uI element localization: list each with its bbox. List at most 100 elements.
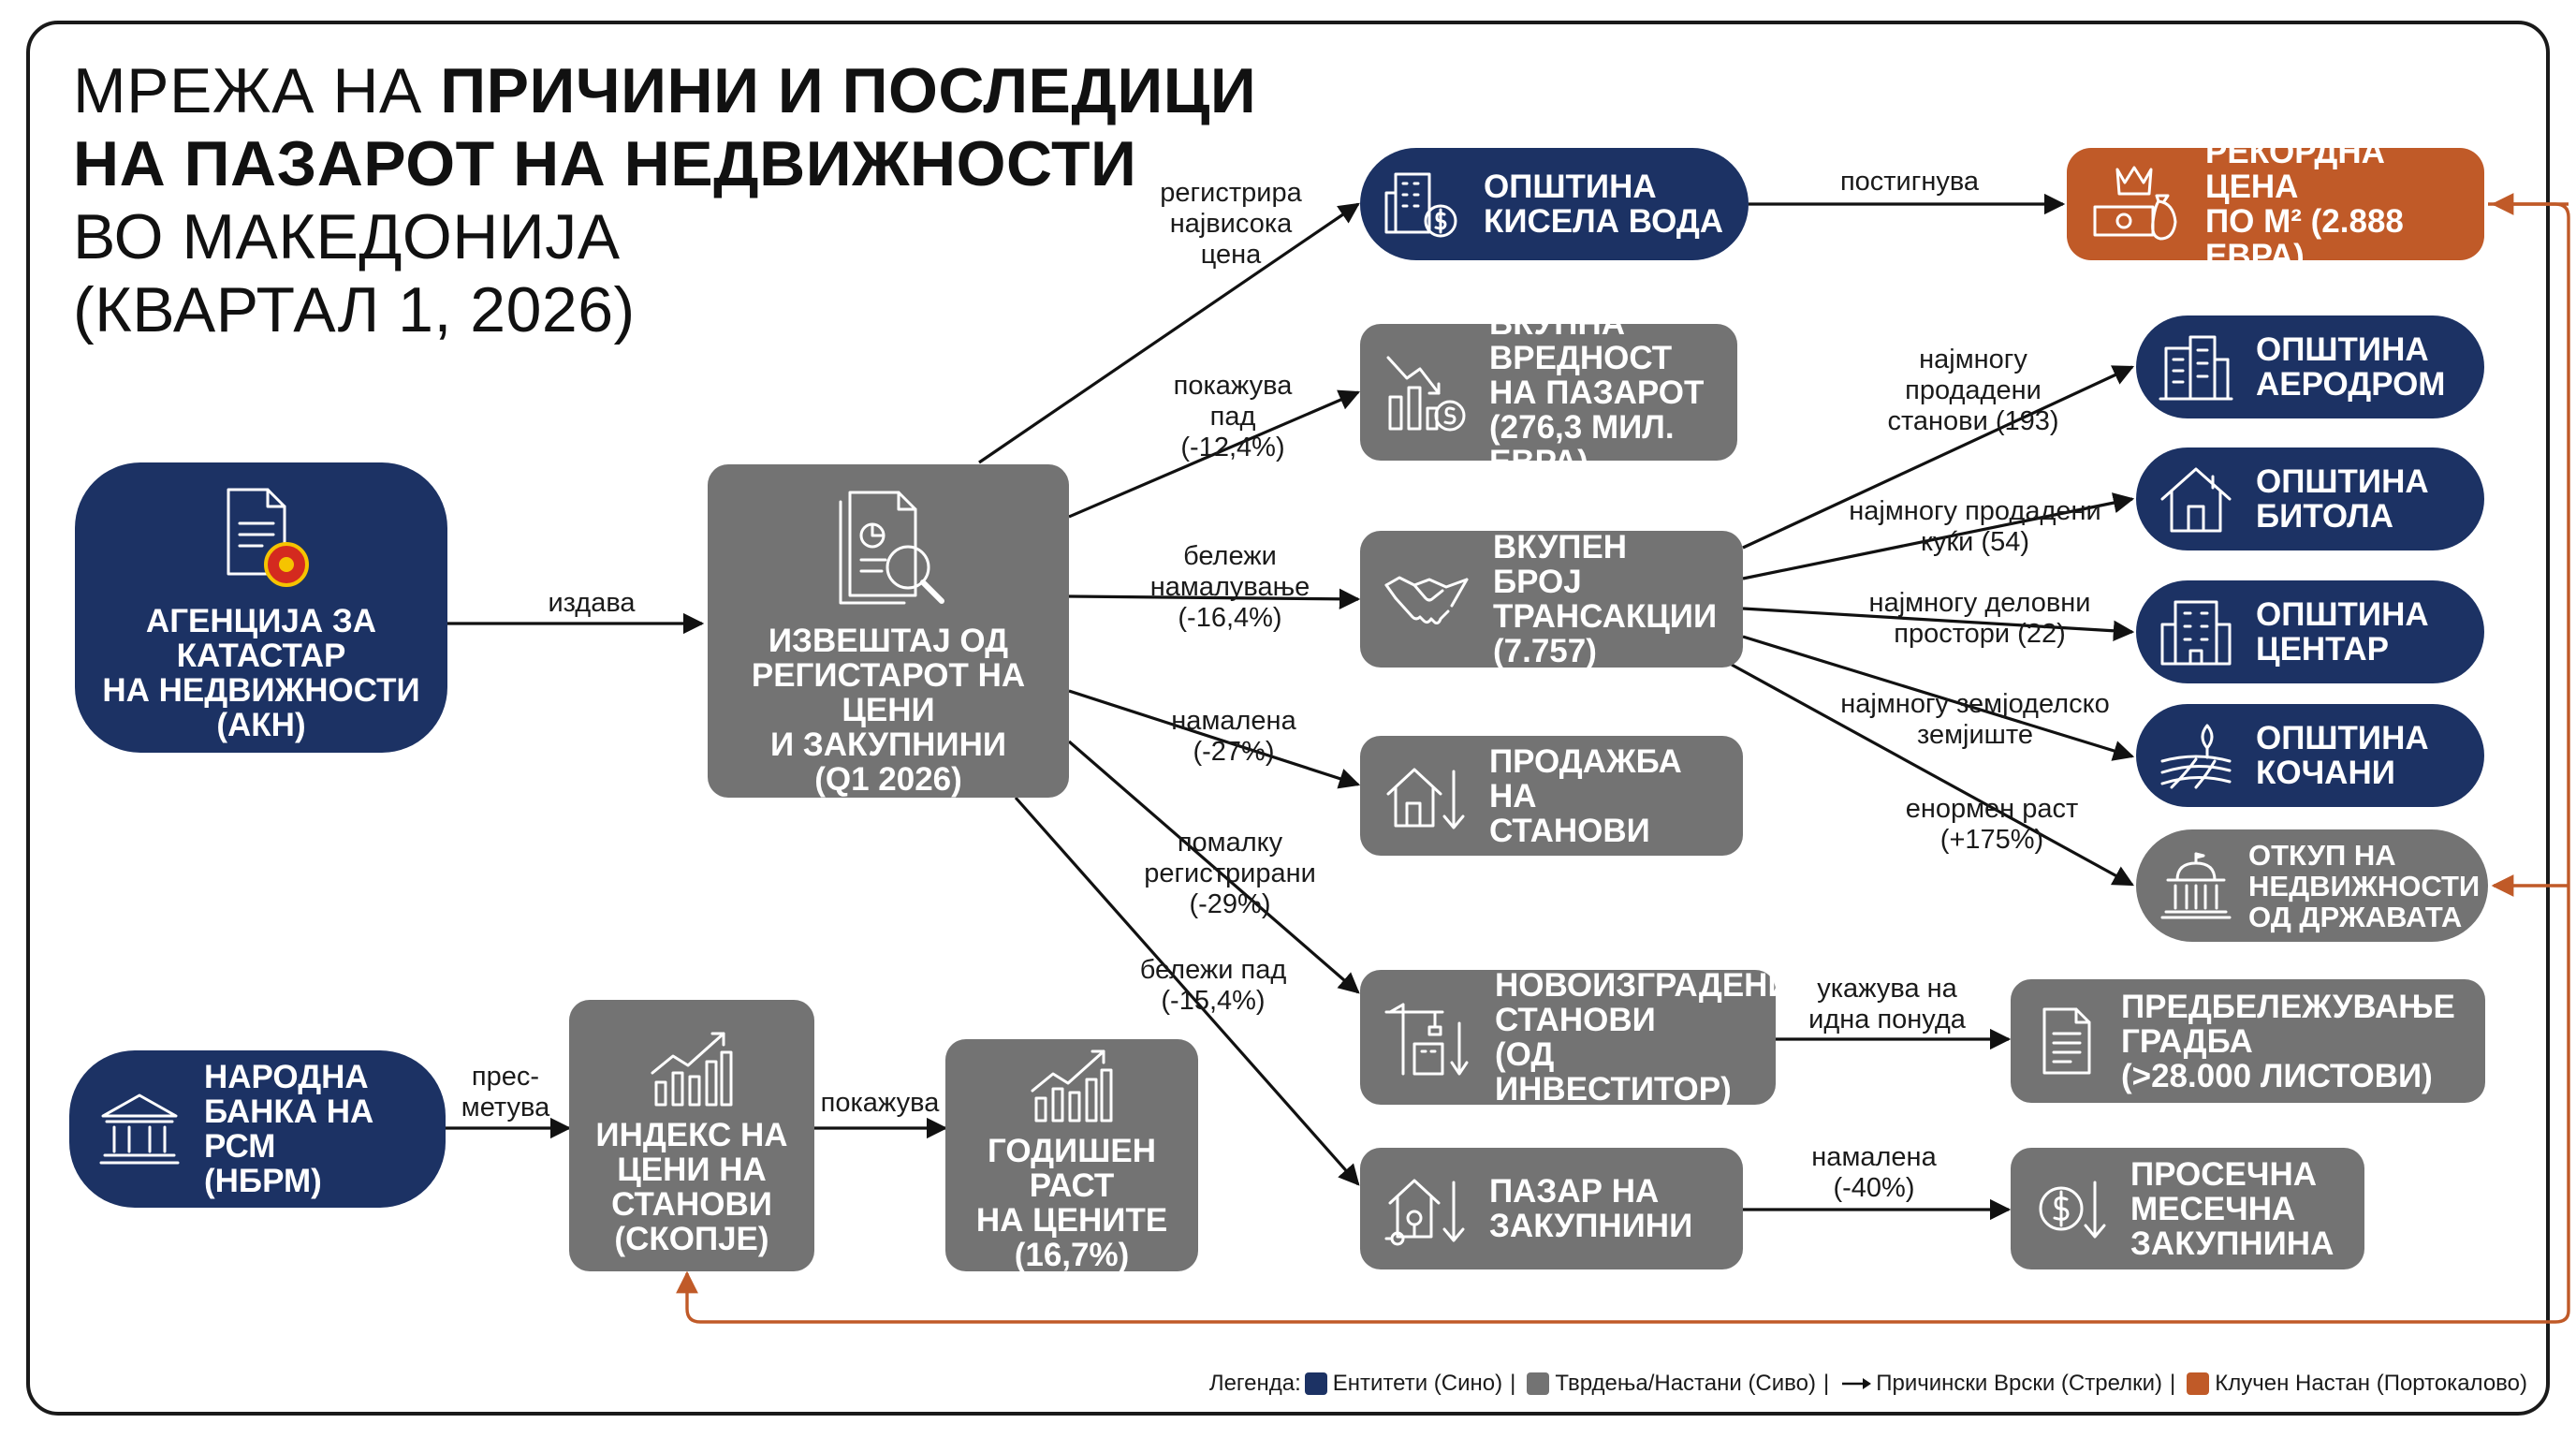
edge-trans-bitola [1742, 492, 2135, 580]
label-namalena-40: намалена(-40%) [1811, 1142, 1937, 1203]
label-presmetuva: прес-метува [461, 1062, 550, 1123]
apartment-sales-line1: ПРОДАЖБА НА [1489, 742, 1682, 814]
new-apartments-line3: (ОД ИНВЕСТИТОР) [1495, 1036, 1732, 1108]
new-apartments-line2: СТАНОВИ [1495, 1002, 1656, 1038]
kisela-voda-line2: КИСЕЛА ВОДА [1484, 203, 1724, 240]
report-magnifier-icon [839, 491, 944, 604]
aerodrom-line2: АЕРОДРОМ [2256, 366, 2446, 403]
crown-money-icon [2093, 166, 2177, 241]
annual-growth-line1: ГОДИШЕН РАСТ [987, 1133, 1157, 1204]
report-line1: ИЗВЕШТАЈ ОД [768, 622, 1009, 659]
transactions-line2: ТРАНСАКЦИИ [1493, 598, 1718, 635]
centar-line2: ЦЕНТАР [2256, 631, 2389, 668]
edge-report-marketvalue [1068, 389, 1361, 519]
avg-rent-line2: МЕСЕЧНА [2130, 1190, 2296, 1227]
akn-line1: АГЕНЦИЈА ЗА КАТАСТАР [145, 603, 377, 674]
bank-icon [99, 1093, 180, 1165]
pre-registration-line2: ГРАДБА [2121, 1022, 2253, 1060]
house-key-down-icon [1384, 1179, 1465, 1246]
handshake-icon [1384, 576, 1469, 624]
crane-down-icon [1384, 1003, 1469, 1076]
label-pokazhuva: покажува [820, 1088, 940, 1118]
report-line2: РЕГИСТАРОТ НА ЦЕНИ [751, 656, 1026, 728]
government-building-icon [2160, 852, 2232, 919]
kochani-line1: ОПШТИНА [2256, 720, 2429, 756]
market-value-line3: (276,3 МИЛ. ЕВРА) [1489, 408, 1675, 480]
legend-arrow-icon [1842, 1378, 1872, 1389]
edge-trans-statebuyout [1731, 663, 2134, 887]
legend-separator: | [1823, 1371, 1830, 1396]
label-enormen-rast: енормен раст(+175%) [1905, 794, 2079, 855]
legend-entities: Ентитети (Сино) [1332, 1371, 1503, 1396]
legend-swatch-orange [2187, 1372, 2210, 1395]
nbrm-line2: БАНКА НА РСМ [204, 1093, 374, 1165]
new-apartments-line1: НОВОИЗГРАДЕНИ [1495, 967, 1792, 1004]
label-izdava: издава [548, 588, 636, 618]
bitola-line2: БИТОЛА [2256, 498, 2394, 535]
price-index-line1: ИНДЕКС НА [595, 1117, 788, 1153]
house-down-icon [1386, 768, 1465, 829]
legend-swatch-blue [1304, 1372, 1327, 1395]
building-dollar-icon [1384, 172, 1457, 238]
transactions-line1: ВКУПЕН БРОЈ [1493, 529, 1628, 600]
legend-causal: Причински Врски (Стрелки) [1876, 1371, 2163, 1396]
legend: Легенда: Ентитети (Сино) | Тврдења/Наста… [1209, 1371, 2527, 1397]
report-line3: И ЗАКУПНИНИ [769, 726, 1007, 763]
office-buildings-icon [2159, 335, 2233, 401]
state-buyout-line2: НЕДВИЖНОСТИ [2248, 869, 2481, 902]
price-index-line2: ЦЕНИ НА [617, 1152, 767, 1188]
edge-report-kiselavoda [978, 202, 1360, 464]
kochani-line2: КОЧАНИ [2256, 755, 2395, 791]
nbrm-line3: (НБРМ) [204, 1163, 322, 1199]
report-line4: (Q1 2026) [814, 760, 962, 798]
house-icon [2160, 467, 2232, 533]
annual-growth-line3: (16,7%) [1014, 1237, 1130, 1273]
rental-market-line1: ПАЗАР НА [1489, 1173, 1660, 1210]
state-buyout-line3: ОД ДРЖАВАТА [2248, 900, 2463, 933]
transactions-line3: (7.757) [1493, 633, 1597, 669]
market-value-line2: НА ПАЗАРОТ [1489, 374, 1705, 411]
edge-trans-centar [1742, 607, 2135, 641]
legend-facts: Тврдења/Настани (Сиво) [1555, 1371, 1816, 1396]
price-index-line3: СТАНОВИ [611, 1186, 772, 1223]
rental-market-line2: ЗАКУПНИНИ [1489, 1208, 1693, 1244]
node-price-index: ИНДЕКС НА ЦЕНИ НА СТАНОВИ (СКОПЈЕ) [569, 1000, 814, 1271]
price-index-line4: (СКОПЈЕ) [614, 1221, 769, 1257]
legend-key: Клучен Настан (Портокалово) [2215, 1371, 2527, 1396]
title-line2: НА ПАЗАРОТ НА НЕДВИЖНОСТИ [73, 128, 1137, 199]
kisela-voda-line1: ОПШТИНА [1484, 169, 1657, 205]
edge-report-transactions [1068, 588, 1361, 610]
edge-trans-kochani [1742, 635, 2135, 761]
title-line4: (КВАРТАЛ 1, 2026) [73, 274, 636, 345]
avg-rent-line1: ПРОСЕЧНА [2130, 1155, 2318, 1193]
legend-separator: | [2170, 1371, 2176, 1396]
nbrm-line1: НАРОДНА [204, 1059, 369, 1095]
avg-rent-line3: ЗАКУПНИНА [2130, 1225, 2334, 1262]
title-line3: ВО МАКЕДОНИЈА [73, 201, 621, 272]
legend-separator: | [1510, 1371, 1516, 1396]
document-list-icon [2042, 1007, 2091, 1075]
edge-trans-aerodrom [1742, 365, 2135, 550]
edge-report-newapts [1067, 740, 1360, 994]
label-namalena-27: намалена(-27%) [1171, 706, 1296, 767]
